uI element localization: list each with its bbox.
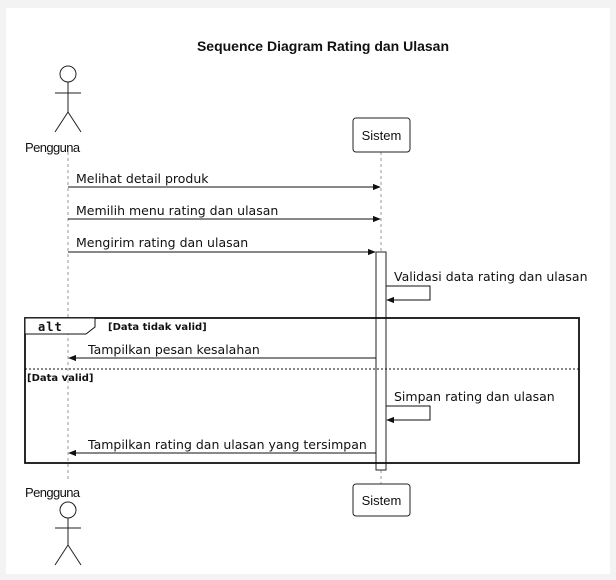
- participant-box-top: [352, 117, 411, 153]
- actor-figure-bottom: [54, 501, 82, 566]
- alt-fragment: [24, 317, 580, 464]
- actor-label-top: Pengguna: [25, 140, 81, 155]
- guard-valid: [Data valid]: [27, 373, 93, 384]
- diagram-canvas: [6, 8, 610, 574]
- message-label-3: Mengirim rating dan ulasan: [76, 235, 248, 250]
- diagram-title: Sequence Diagram Rating dan Ulasan: [197, 38, 449, 54]
- alt-operator: alt: [38, 320, 63, 334]
- message-label-7: Tampilkan rating dan ulasan yang tersimp…: [87, 437, 367, 452]
- self-message-arrow-validate: [386, 285, 431, 304]
- actor-figure-top: [54, 65, 82, 133]
- activation-bar: [375, 251, 387, 471]
- message-label-2: Memilih menu rating dan ulasan: [76, 203, 278, 218]
- message-label-5: Tampilkan pesan kesalahan: [87, 342, 260, 357]
- participant-box-bottom: [352, 483, 411, 517]
- alt-fragment-tab: [24, 317, 96, 335]
- participant-label-top: Sistem: [362, 128, 402, 143]
- message-label-1: Melihat detail produk: [76, 171, 209, 186]
- self-message-arrow-save: [386, 405, 431, 424]
- message-label-4: Validasi data rating dan ulasan: [394, 269, 588, 284]
- guard-invalid: [Data tidak valid]: [108, 322, 207, 333]
- message-label-6: Simpan rating dan ulasan: [394, 389, 555, 404]
- actor-label-bottom: Pengguna: [25, 485, 81, 500]
- participant-label-bottom: Sistem: [362, 493, 402, 508]
